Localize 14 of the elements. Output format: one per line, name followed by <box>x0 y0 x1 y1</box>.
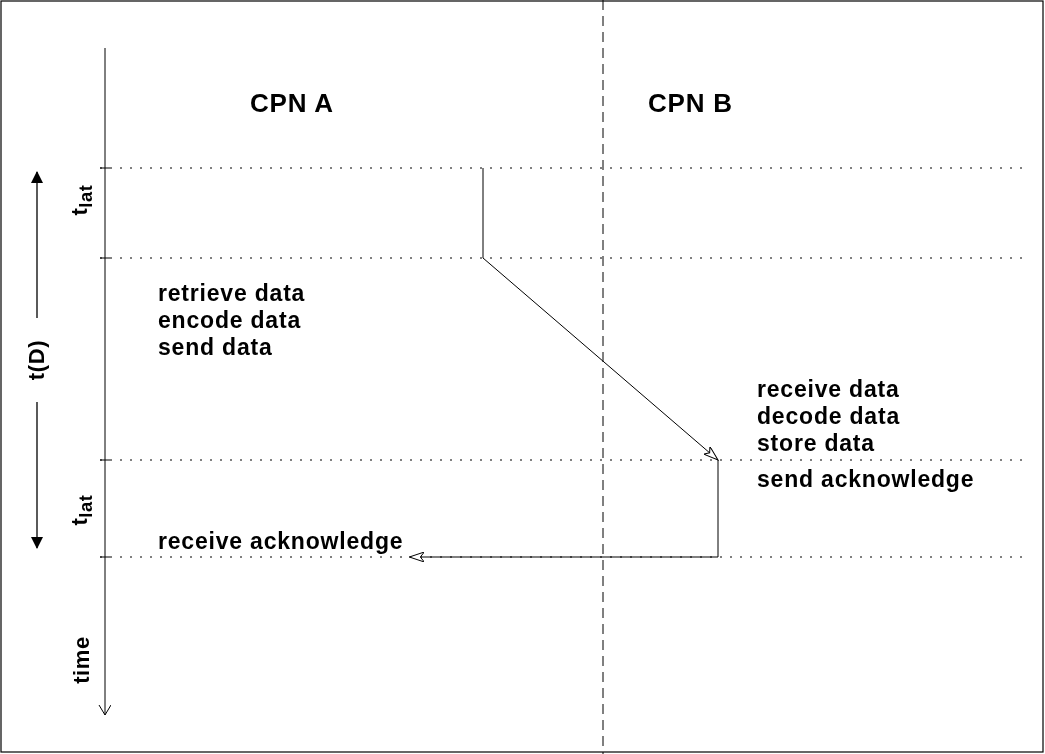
step-text: store data <box>757 430 876 457</box>
message-arrow <box>408 459 719 563</box>
duration-label: t(D) <box>24 339 50 381</box>
step-text: encode data <box>158 307 302 334</box>
message-arrow <box>482 167 719 461</box>
step-text: decode data <box>757 403 900 430</box>
step-text: retrieve data <box>158 280 306 307</box>
step-text: send acknowledge <box>757 466 975 493</box>
lane-heading: CPN A <box>250 90 334 117</box>
step-text: receive acknowledge <box>158 528 404 555</box>
lane-heading: CPN B <box>648 90 733 117</box>
step-text: receive data <box>757 376 900 403</box>
axis-label: time <box>69 636 95 684</box>
step-text: send data <box>158 334 274 361</box>
